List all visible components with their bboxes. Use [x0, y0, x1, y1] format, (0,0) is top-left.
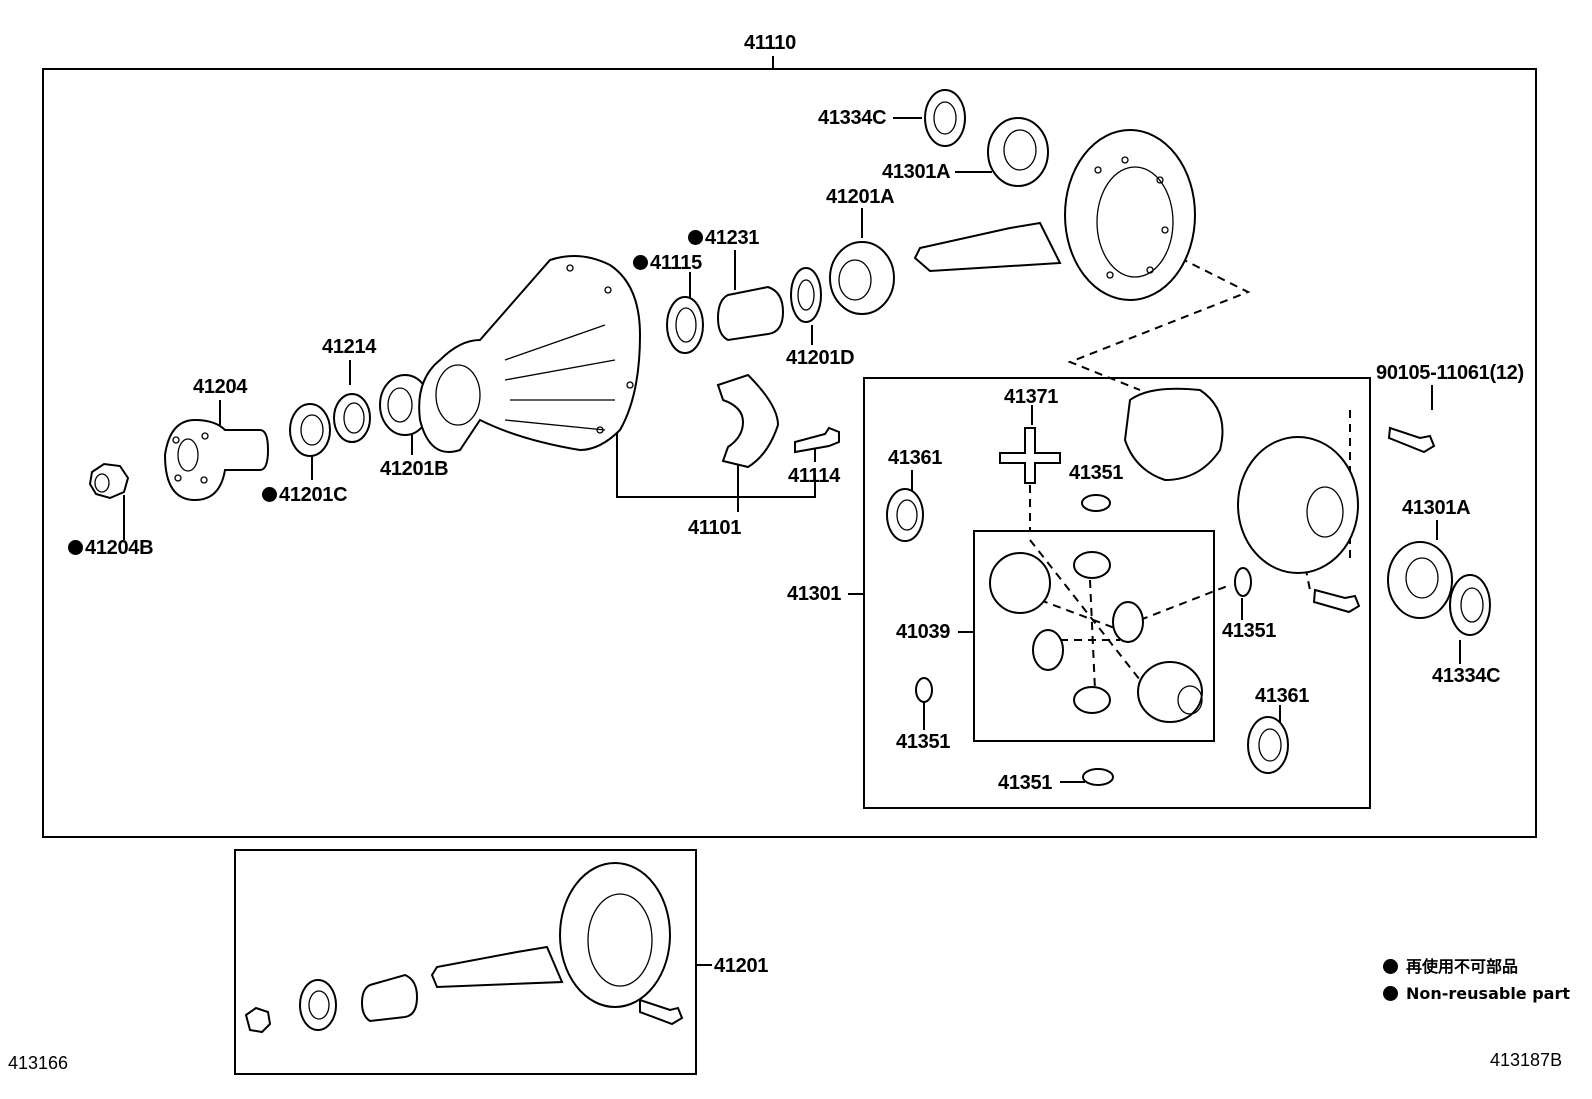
legend-dot-icon [1383, 959, 1398, 974]
label-41301a-top: 41301A [882, 161, 951, 183]
label-41101: 41101 [688, 517, 742, 539]
legend-en: Non-reusable part [1406, 984, 1571, 1003]
bearing-cap [716, 373, 780, 469]
bearing-41301a-right [1387, 541, 1453, 619]
thrust-washer-left [886, 488, 924, 542]
figure-id-right: 413187B [1490, 1050, 1563, 1070]
bearing-41301a-top [987, 117, 1049, 187]
label-41201c: 41201C [262, 484, 348, 506]
label-41039: 41039 [896, 621, 951, 643]
rear-bearing [829, 241, 895, 315]
label-41351-b: 41351 [1222, 620, 1277, 642]
label-41204b: 41204B [68, 537, 154, 559]
legend-jp: 再使用不可部品 [1406, 957, 1519, 976]
label-41371: 41371 [1004, 386, 1059, 408]
thrust-washer-right [1247, 716, 1289, 774]
carrier-housing [418, 255, 642, 453]
label-41361-right: 41361 [1255, 685, 1310, 707]
label-41351-c: 41351 [896, 731, 951, 753]
non-reusable-marker [633, 255, 648, 270]
differential-gears [989, 551, 1203, 723]
washer-41334c-right [1449, 574, 1491, 636]
pinion-washers [915, 494, 1252, 786]
washer-41334c-top [924, 89, 966, 147]
pinion-shaft [999, 427, 1061, 484]
assembly-frame [42, 68, 1537, 838]
label-41231: 41231 [688, 227, 759, 249]
legend-dot-icon [1383, 986, 1398, 1001]
ring-gear-bolt [1312, 426, 1436, 614]
label-41301: 41301 [787, 583, 842, 605]
pinion-gear-kit-frame [973, 530, 1215, 742]
collapsible-spacer [716, 285, 785, 342]
label-41201d: 41201D [786, 347, 855, 369]
non-reusable-marker [262, 487, 277, 502]
spacer-ring [333, 393, 371, 443]
washer-41201d [790, 267, 822, 323]
ring-and-pinion [913, 129, 1196, 301]
non-reusable-marker [68, 540, 83, 555]
label-41351-d: 41351 [998, 772, 1053, 794]
label-41301a-right: 41301A [1402, 497, 1471, 519]
label-41334c-top: 41334C [818, 107, 887, 129]
differential-case [1123, 387, 1359, 574]
label-41114: 41114 [788, 465, 840, 487]
flange-nut [88, 462, 130, 500]
figure-id-left: 413166 [8, 1053, 69, 1073]
label-41351-a: 41351 [1069, 462, 1124, 484]
label-41201b: 41201B [380, 458, 449, 480]
label-41361-left: 41361 [888, 447, 943, 469]
label-41334c-right: 41334C [1432, 665, 1501, 687]
label-41214: 41214 [322, 336, 377, 358]
oil-seal [289, 403, 331, 457]
label-41201a: 41201A [826, 186, 895, 208]
legend: 再使用不可部品 Non-reusable part [1383, 953, 1570, 1007]
label-41204: 41204 [193, 376, 248, 398]
label-41201: 41201 [714, 955, 769, 977]
seal-41115 [666, 296, 704, 354]
companion-flange [163, 418, 270, 502]
non-reusable-marker [688, 230, 703, 245]
label-41115: 41115 [633, 252, 702, 274]
label-assembly-41110: 41110 [744, 32, 796, 54]
label-90105: 90105-11061(12) [1376, 362, 1524, 384]
kit-parts [244, 862, 684, 1034]
drive-gear-kit-frame [234, 849, 697, 1075]
cap-bolt [794, 426, 840, 454]
